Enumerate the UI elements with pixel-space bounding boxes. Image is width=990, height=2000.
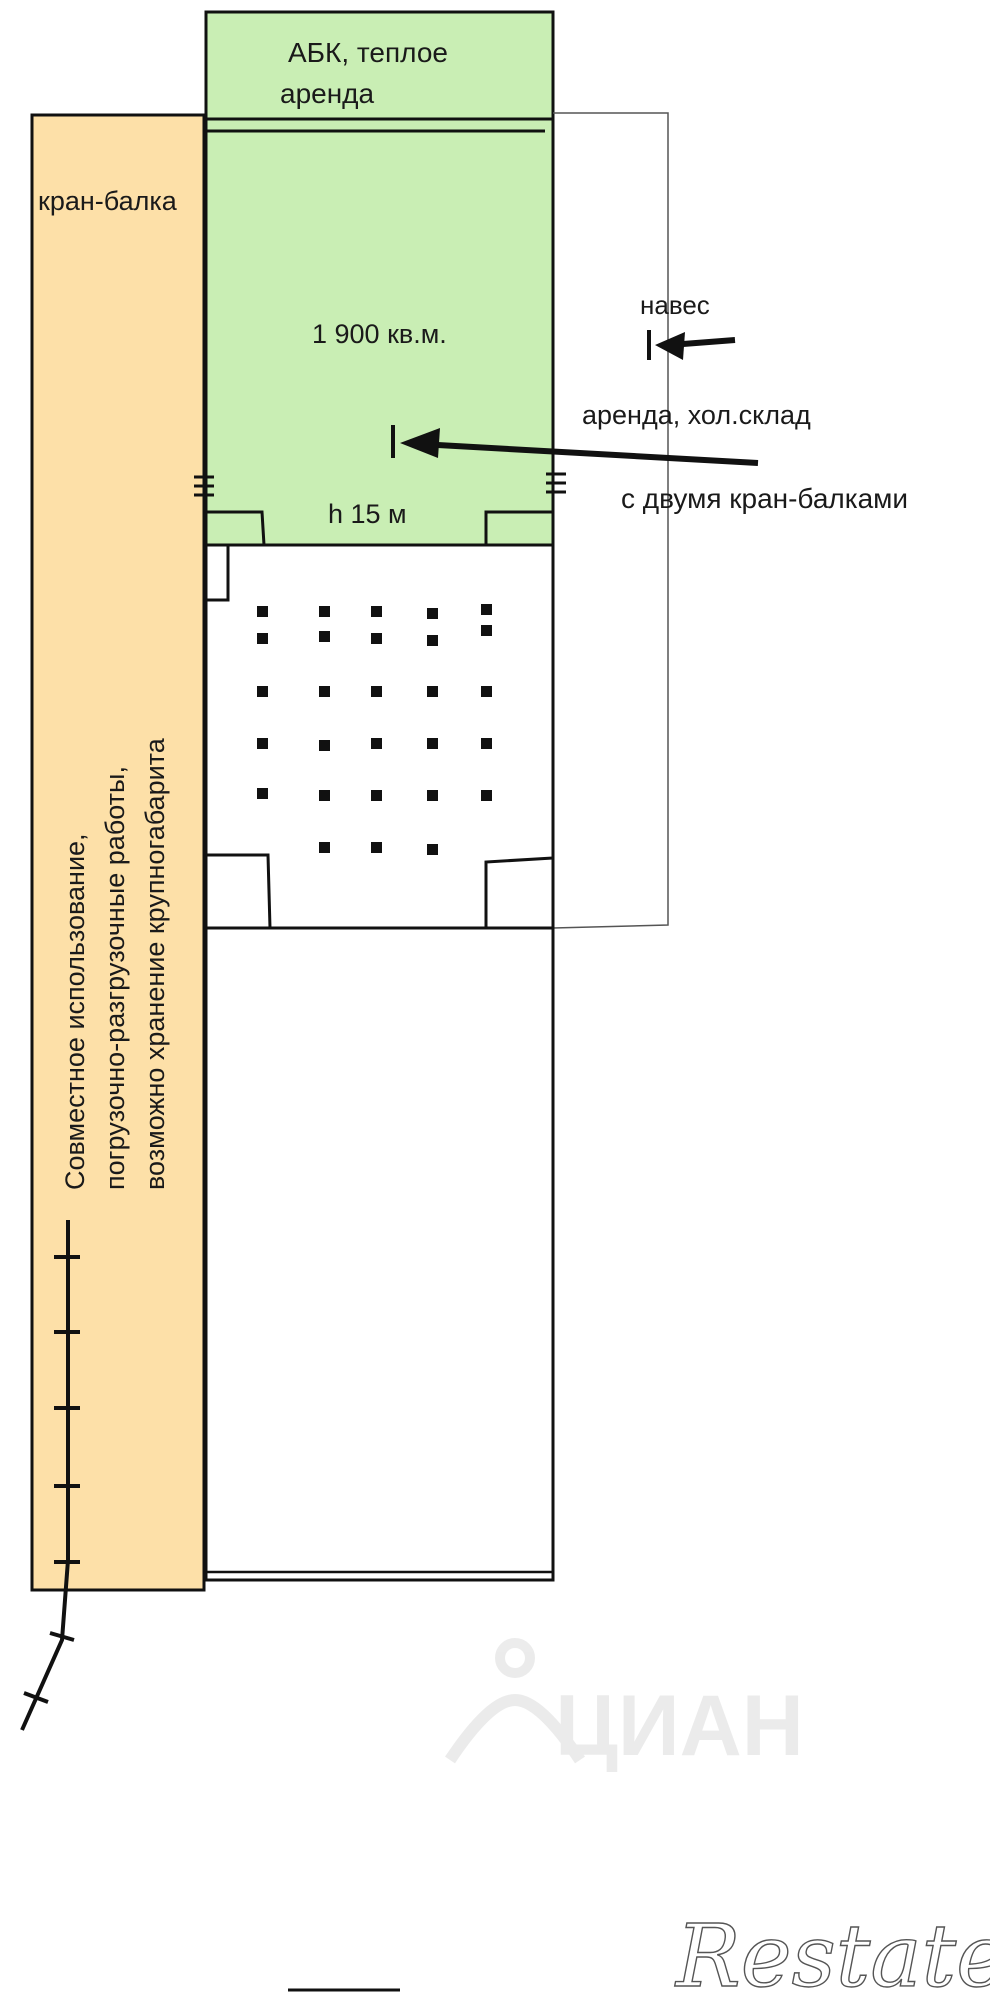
column: [481, 625, 492, 636]
crane-beam-label: кран-балка: [38, 186, 178, 216]
column: [427, 844, 438, 855]
shared-label-line2: погрузочно-разгрузочные работы,: [100, 766, 130, 1190]
railway-sleepers: [23, 1255, 80, 1704]
column: [257, 788, 268, 799]
notch-right: [484, 510, 553, 545]
cian-watermark-text: ЦИАН: [555, 1678, 804, 1774]
heated-hall: [204, 117, 555, 547]
column: [481, 790, 492, 801]
canopy-outline: [552, 112, 669, 929]
column-grid: [257, 604, 492, 855]
lower-hall: [204, 926, 555, 1582]
column: [319, 842, 330, 853]
column: [481, 686, 492, 697]
abk-label-line1: АБК, теплое: [288, 37, 448, 68]
rent-label-line1: аренда, хол.склад: [582, 400, 811, 430]
column: [427, 738, 438, 749]
area-label: 1 900 кв.м.: [312, 319, 447, 349]
column: [371, 606, 382, 617]
column: [319, 740, 330, 751]
notch-top-left: [206, 545, 230, 602]
shared-use-zone: [30, 113, 206, 1592]
column: [371, 790, 382, 801]
column: [481, 738, 492, 749]
column: [371, 633, 382, 644]
column: [371, 738, 382, 749]
notch-bottom-right: [484, 856, 554, 928]
cian-watermark: ЦИАН: [445, 1638, 804, 1774]
column: [427, 790, 438, 801]
column: [481, 604, 492, 615]
column: [257, 738, 268, 749]
column: [319, 631, 330, 642]
notch-bottom-left: [206, 853, 272, 929]
column: [427, 608, 438, 619]
door-ticks: [194, 472, 566, 497]
railway-track: [20, 1220, 70, 1731]
column: [427, 686, 438, 697]
arrow-canopy: [647, 330, 736, 360]
column: [319, 790, 330, 801]
column: [371, 842, 382, 853]
column: [257, 686, 268, 697]
abk-zone: [204, 10, 555, 121]
column: [319, 606, 330, 617]
cold-warehouse: [204, 543, 555, 930]
column: [319, 686, 330, 697]
height-label: h 15 м: [328, 499, 407, 529]
rent-label-line2: с двумя кран-балками: [621, 483, 908, 514]
column: [371, 686, 382, 697]
column: [427, 635, 438, 646]
canopy-label: навес: [640, 290, 710, 320]
notch-left: [206, 510, 266, 546]
abk-label-line2: аренда: [280, 78, 375, 109]
arrow-cold-warehouse: [391, 425, 759, 466]
column: [257, 633, 268, 644]
restate-logo: Restate: [674, 1907, 990, 2000]
shared-label-line1: Совместное использование,: [60, 833, 90, 1190]
shared-label-line3: возможно хранение крупногабарита: [140, 737, 170, 1190]
column: [257, 606, 268, 617]
